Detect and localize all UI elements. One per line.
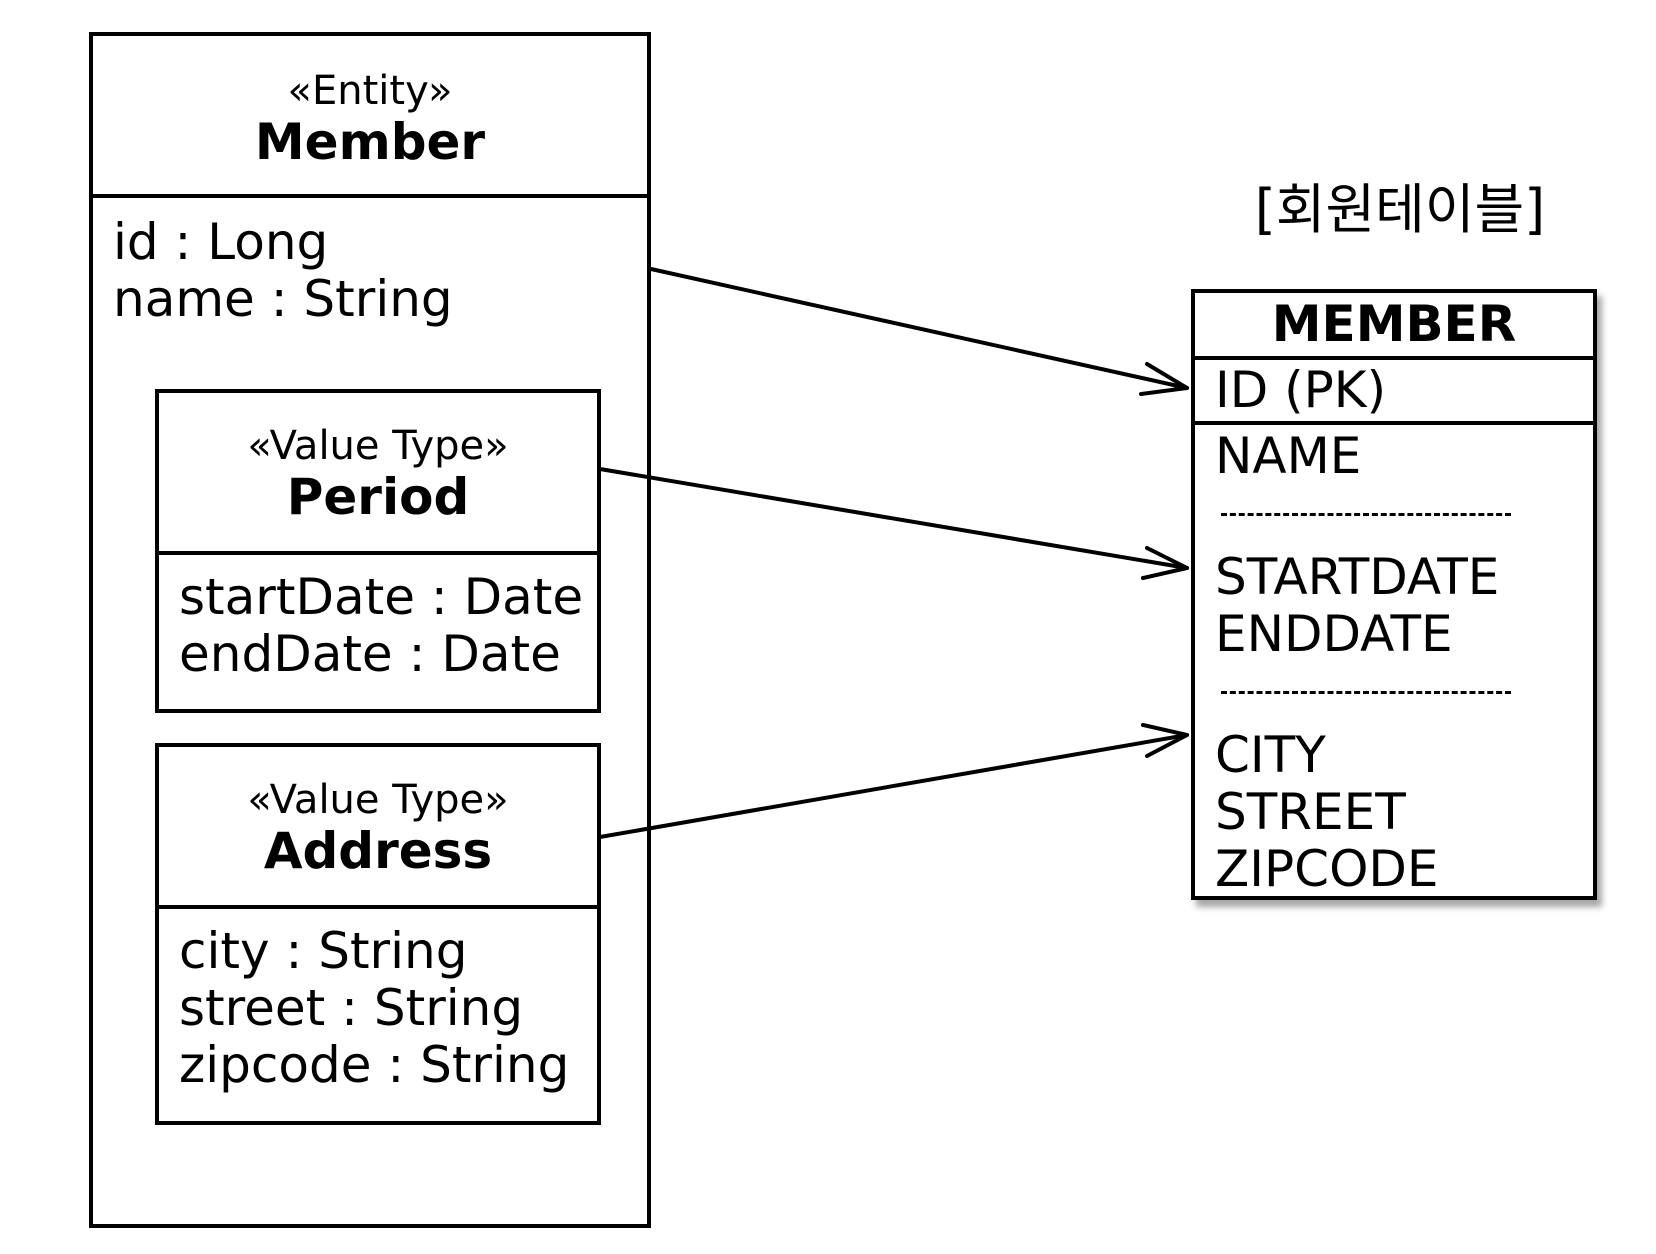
table-columns: NAME STARTDATE ENDDATE CITY STREET ZIPCO… — [1215, 427, 1511, 898]
period-stereotype: «Value Type» — [247, 423, 509, 469]
period-attributes: startDate : Date endDate : Date — [179, 569, 583, 683]
address-attribute-street: street : String — [179, 979, 524, 1037]
table-column-street: STREET — [1215, 783, 1406, 841]
address-attributes: city : String street : String zipcode : … — [179, 923, 569, 1094]
entity-name: Member — [254, 113, 486, 171]
member-entity-class: «Entity» Member id : Long name : String … — [89, 32, 651, 1228]
column-group-separator — [1215, 663, 1511, 727]
table-name: MEMBER — [1195, 293, 1593, 360]
address-attribute-zipcode: zipcode : String — [179, 1036, 570, 1094]
period-header: «Value Type» Period — [159, 393, 597, 555]
address-header: «Value Type» Address — [159, 747, 597, 909]
table-column-name: NAME — [1215, 427, 1362, 485]
period-attribute-enddate: endDate : Date — [179, 625, 561, 683]
entity-stereotype: «Entity» — [287, 68, 453, 114]
period-value-type-class: «Value Type» Period startDate : Date end… — [155, 389, 601, 713]
address-value-type-class: «Value Type» Address city : String stree… — [155, 743, 601, 1125]
period-attribute-startdate: startDate : Date — [179, 568, 584, 626]
table-column-startdate: STARTDATE — [1215, 548, 1500, 606]
period-name: Period — [286, 468, 470, 526]
member-entity-header: «Entity» Member — [93, 36, 647, 198]
address-name: Address — [263, 822, 493, 880]
address-attribute-city: city : String — [179, 922, 468, 980]
member-to-table-arrow — [649, 267, 1189, 396]
table-column-city: CITY — [1215, 726, 1326, 784]
table-column-zipcode: ZIPCODE — [1215, 840, 1439, 898]
table-caption: [회원테이블] — [1254, 178, 1546, 241]
table-column-enddate: ENDDATE — [1215, 605, 1453, 663]
entity-attributes: id : Long name : String — [113, 214, 453, 328]
column-group-separator — [1215, 485, 1511, 549]
table-pk-column: ID (PK) — [1195, 360, 1593, 425]
period-to-dates-arrow — [598, 467, 1189, 580]
entity-attribute-name: name : String — [113, 270, 453, 328]
member-db-table: MEMBER ID (PK) NAME STARTDATE ENDDATE CI… — [1191, 289, 1597, 900]
entity-attribute-id: id : Long — [113, 213, 329, 271]
address-stereotype: «Value Type» — [247, 777, 509, 823]
address-to-address-columns-arrow — [598, 723, 1189, 839]
